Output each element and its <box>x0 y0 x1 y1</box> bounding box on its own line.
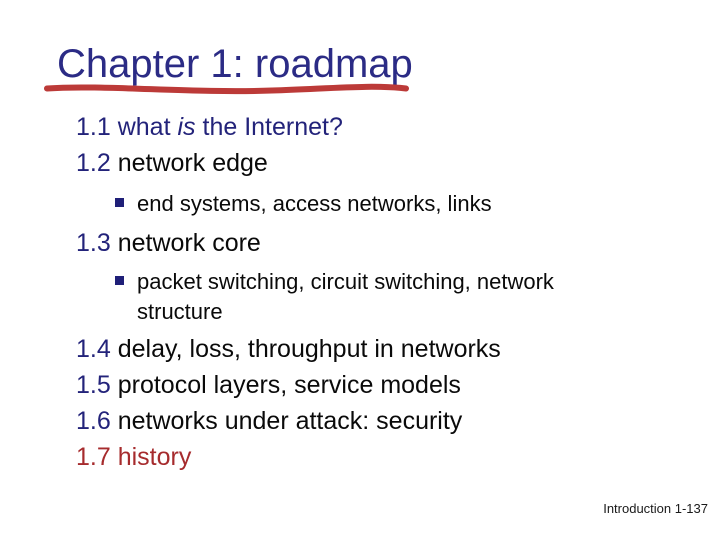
section-text: delay, loss, throughput in networks <box>117 335 501 363</box>
roadmap-item-1-2: 1.2 network edge <box>76 145 656 181</box>
roadmap-item-1-7: 1.7 history <box>76 439 656 475</box>
section-number: 1.7 <box>76 443 111 471</box>
title-underline-stroke <box>44 83 409 95</box>
square-bullet-icon <box>115 198 124 207</box>
roadmap-item-1-6: 1.6 networks under attack: security <box>76 403 656 439</box>
roadmap-item-1-5: 1.5 protocol layers, service models <box>76 367 656 403</box>
section-number: 1.4 <box>76 335 111 363</box>
slide-title: Chapter 1: roadmap <box>57 42 413 86</box>
section-number: 1.1 <box>76 113 111 141</box>
section-text-italic: is <box>177 113 196 141</box>
section-number: 1.3 <box>76 229 111 257</box>
section-text: networks under attack: security <box>117 407 463 435</box>
roadmap-item-1-4: 1.4 delay, loss, throughput in networks <box>76 331 656 367</box>
square-bullet-icon <box>115 276 124 285</box>
section-text: history <box>117 443 192 471</box>
section-text: network edge <box>117 149 268 177</box>
section-number: 1.5 <box>76 371 111 399</box>
section-text: the Internet? <box>195 113 343 141</box>
roadmap-subitem-network-core: packet switching, circuit switching, net… <box>76 267 605 327</box>
section-text: protocol layers, service models <box>117 371 461 399</box>
section-number: 1.2 <box>76 149 111 177</box>
subitem-text: end systems, access networks, links <box>137 191 492 216</box>
roadmap-item-1-3: 1.3 network core <box>76 225 656 261</box>
slide-footer-page-label: Introduction 1-137 <box>603 501 708 516</box>
section-text: what <box>117 113 178 141</box>
roadmap-subitem-network-edge: end systems, access networks, links <box>76 189 605 219</box>
roadmap-item-1-1: 1.1 what is the Internet? <box>76 109 656 145</box>
section-number: 1.6 <box>76 407 111 435</box>
roadmap-list: 1.1 what is the Internet? 1.2 network ed… <box>76 109 656 475</box>
section-text: network core <box>117 229 261 257</box>
subitem-text: packet switching, circuit switching, net… <box>137 269 554 324</box>
